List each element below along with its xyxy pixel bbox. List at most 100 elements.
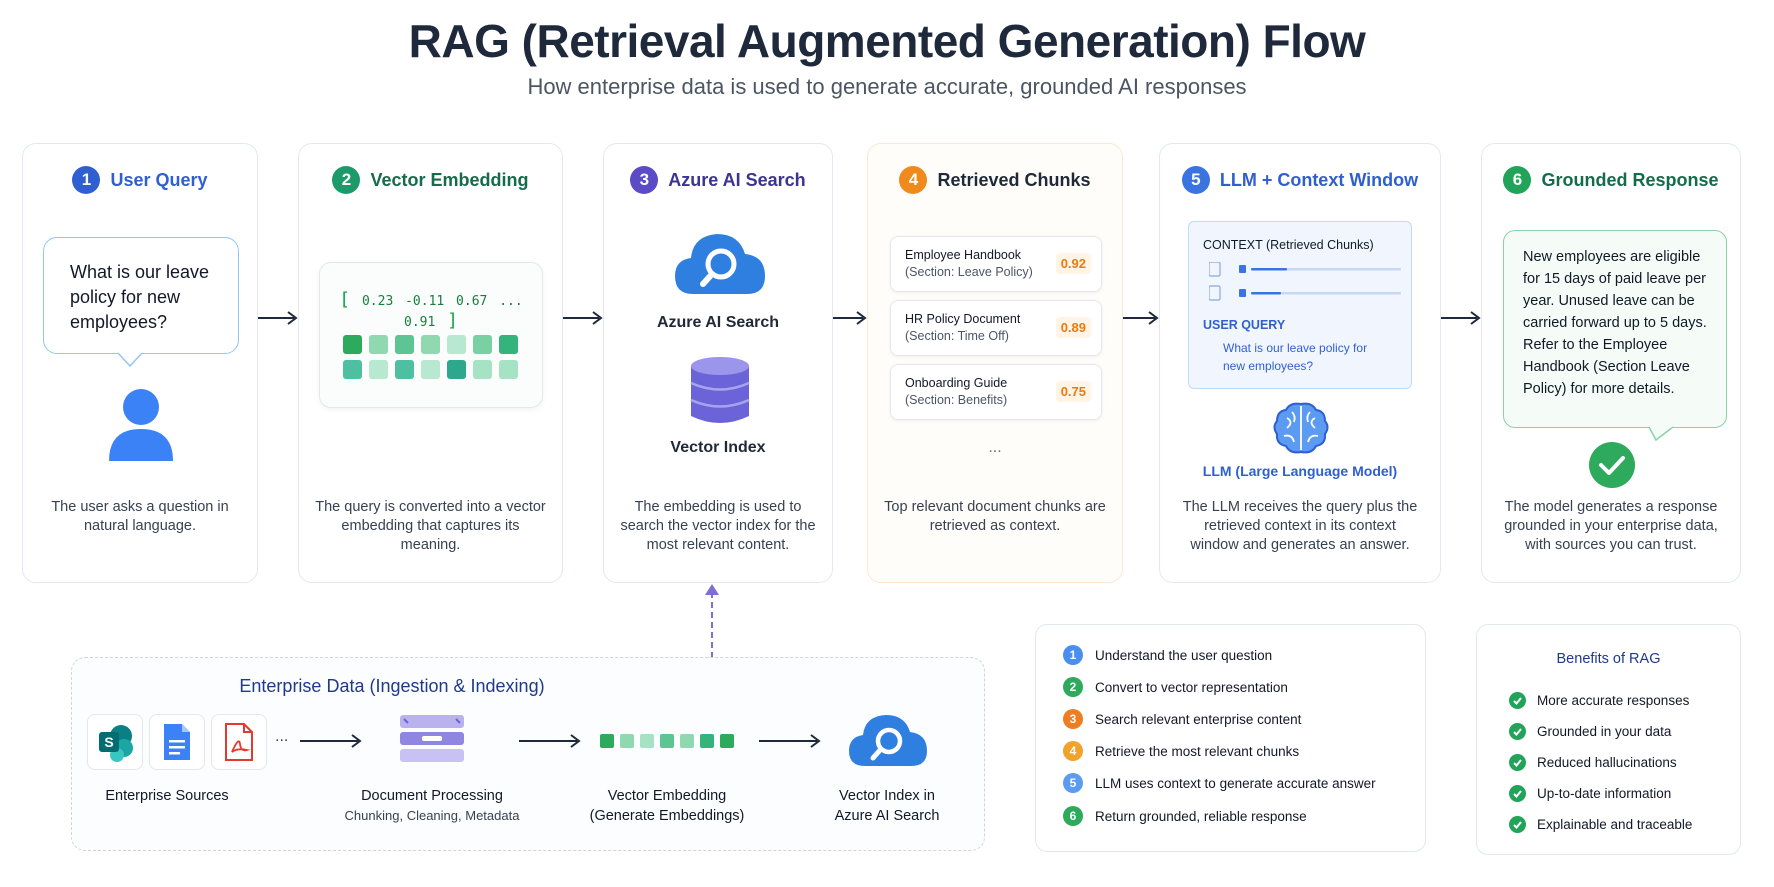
card-description: The user asks a question in natural lang… (51, 499, 229, 534)
card-grounded-response: 6 Grounded Response New employees are el… (1481, 143, 1741, 583)
card-title: Retrieved Chunks (937, 169, 1091, 190)
card-header: 2 Vector Embedding (299, 166, 562, 194)
response-bubble: New employees are eligible for 15 days o… (1503, 230, 1727, 428)
card-title: Grounded Response (1541, 169, 1719, 190)
azure-search-label: Azure AI Search (656, 314, 780, 331)
flow-arrow-icon (833, 311, 867, 325)
step-number: 5 (1063, 773, 1083, 793)
chunk-item: HR Policy Document (Section: Time Off) 0… (890, 300, 1102, 356)
list-item: Grounded in your data (1509, 723, 1671, 740)
google-docs-icon (149, 714, 205, 770)
enterprise-sources-label: Enterprise Sources (105, 788, 229, 804)
brain-icon (1273, 402, 1329, 454)
card-title: Vector Embedding (370, 169, 529, 190)
card-title: Azure AI Search (668, 169, 806, 190)
user-query-text: What is our leave policy for new employe… (1223, 341, 1368, 373)
document-processing-icon (400, 715, 464, 762)
list-item: 5 LLM uses context to generate accurate … (1063, 773, 1376, 793)
card-header: 6 Grounded Response (1482, 166, 1740, 194)
cloud-search-icon (675, 234, 765, 294)
flow-arrow-icon (258, 311, 298, 325)
card-title: User Query (110, 169, 208, 190)
step-number: 6 (1503, 166, 1532, 194)
vector-embedding-label: Vector Embedding (Generate Embeddings) (589, 788, 745, 824)
steps-summary-panel: 1 Understand the user question 2 Convert… (1035, 624, 1426, 852)
benefits-title: Benefits of RAG (1556, 651, 1661, 667)
flow-arrow-icon (300, 734, 362, 748)
bubble-tail-icon (1648, 426, 1674, 442)
user-icon (109, 389, 173, 461)
svg-text:S: S (104, 734, 113, 750)
flow-arrow-icon (519, 734, 581, 748)
check-icon (1509, 692, 1526, 709)
step-number: 3 (630, 166, 659, 194)
relevance-score: 0.75 (1055, 381, 1091, 402)
step-number: 4 (1063, 741, 1083, 761)
relevance-score: 0.89 (1055, 317, 1091, 338)
list-item: Reduced hallucinations (1509, 754, 1677, 771)
user-query-label: USER QUERY (1203, 318, 1286, 332)
cloud-search-icon (849, 715, 927, 766)
list-item: More accurate responses (1509, 692, 1689, 709)
page-title: RAG (Retrieval Augmented Generation) Flo… (408, 15, 1366, 67)
embedding-blocks-icon (600, 734, 734, 748)
list-item: 1 Understand the user question (1063, 645, 1272, 665)
card-vector-embedding: 2 Vector Embedding [ 0.23 -0.11 0.67 ...… (298, 143, 563, 583)
step-number: 2 (1063, 677, 1083, 697)
vector-index-label: Vector Index (670, 439, 766, 456)
context-label: CONTEXT (Retrieved Chunks) (1203, 238, 1374, 252)
indexing-arrow-icon (705, 584, 719, 658)
sharepoint-icon: S (87, 714, 143, 770)
check-icon (1509, 785, 1526, 802)
check-icon (1509, 816, 1526, 833)
card-description: The LLM receives the query plus the retr… (1182, 499, 1418, 553)
step-number: 1 (72, 166, 101, 194)
card-header: 3 Azure AI Search (604, 166, 832, 194)
card-header: 5 LLM + Context Window (1160, 166, 1440, 194)
check-icon (1509, 754, 1526, 771)
vector-index-azure-label: Vector Index in Azure AI Search (834, 788, 940, 824)
enterprise-data-panel: Enterprise Data (Ingestion & Indexing) S… (71, 657, 985, 851)
card-description: The model generates a response grounded … (1504, 499, 1718, 553)
card-llm-context: 5 LLM + Context Window CONTEXT (Retrieve… (1159, 143, 1441, 583)
database-icon (690, 357, 750, 423)
relevance-score: 0.92 (1055, 253, 1091, 274)
flow-arrow-icon (563, 311, 603, 325)
page-subtitle: How enterprise data is used to generate … (527, 74, 1247, 99)
card-description: The embedding is used to search the vect… (620, 499, 816, 553)
query-bubble: What is our leave policy for new employe… (43, 237, 239, 354)
list-item: 4 Retrieve the most relevant chunks (1063, 741, 1299, 761)
card-title: LLM + Context Window (1219, 169, 1419, 190)
flow-arrow-icon (759, 734, 821, 748)
step-number: 5 (1181, 166, 1210, 194)
list-item: Up-to-date information (1509, 785, 1671, 802)
document-lines-icon (1209, 262, 1401, 301)
flow-arrow-icon (1123, 311, 1159, 325)
step-number: 3 (1063, 709, 1083, 729)
list-item: 6 Return grounded, reliable response (1063, 806, 1307, 826)
card-user-query: 1 User Query What is our leave policy fo… (22, 143, 258, 583)
step-number: 1 (1063, 645, 1083, 665)
step-number: 4 (899, 166, 928, 194)
embedding-grid (343, 335, 518, 379)
llm-label: LLM (Large Language Model) (1202, 463, 1398, 479)
more-chunks: ... (988, 439, 1002, 456)
card-retrieved-chunks: 4 Retrieved Chunks Employee Handbook (Se… (867, 143, 1123, 583)
chunk-item: Onboarding Guide (Section: Benefits) 0.7… (890, 364, 1102, 420)
document-processing-label: Document Processing Chunking, Cleaning, … (344, 788, 520, 823)
card-azure-ai-search: 3 Azure AI Search Azure AI Search Vector… (603, 143, 833, 583)
list-item: Explainable and traceable (1509, 816, 1692, 833)
step-number: 2 (332, 166, 361, 194)
embedding-visual: [ 0.23 -0.11 0.67 ... 0.91 ] (319, 262, 543, 408)
card-header: 4 Retrieved Chunks (868, 166, 1122, 194)
more-sources: ... (275, 728, 289, 745)
chunk-item: Employee Handbook (Section: Leave Policy… (890, 236, 1102, 292)
step-number: 6 (1063, 806, 1083, 826)
bubble-tail-icon (117, 352, 143, 368)
list-item: 2 Convert to vector representation (1063, 677, 1288, 697)
flow-arrow-icon (1441, 311, 1481, 325)
checkmark-icon (1589, 442, 1635, 488)
list-item: 3 Search relevant enterprise content (1063, 709, 1301, 729)
pdf-icon (211, 714, 267, 770)
card-description: The query is converted into a vector emb… (315, 499, 546, 553)
